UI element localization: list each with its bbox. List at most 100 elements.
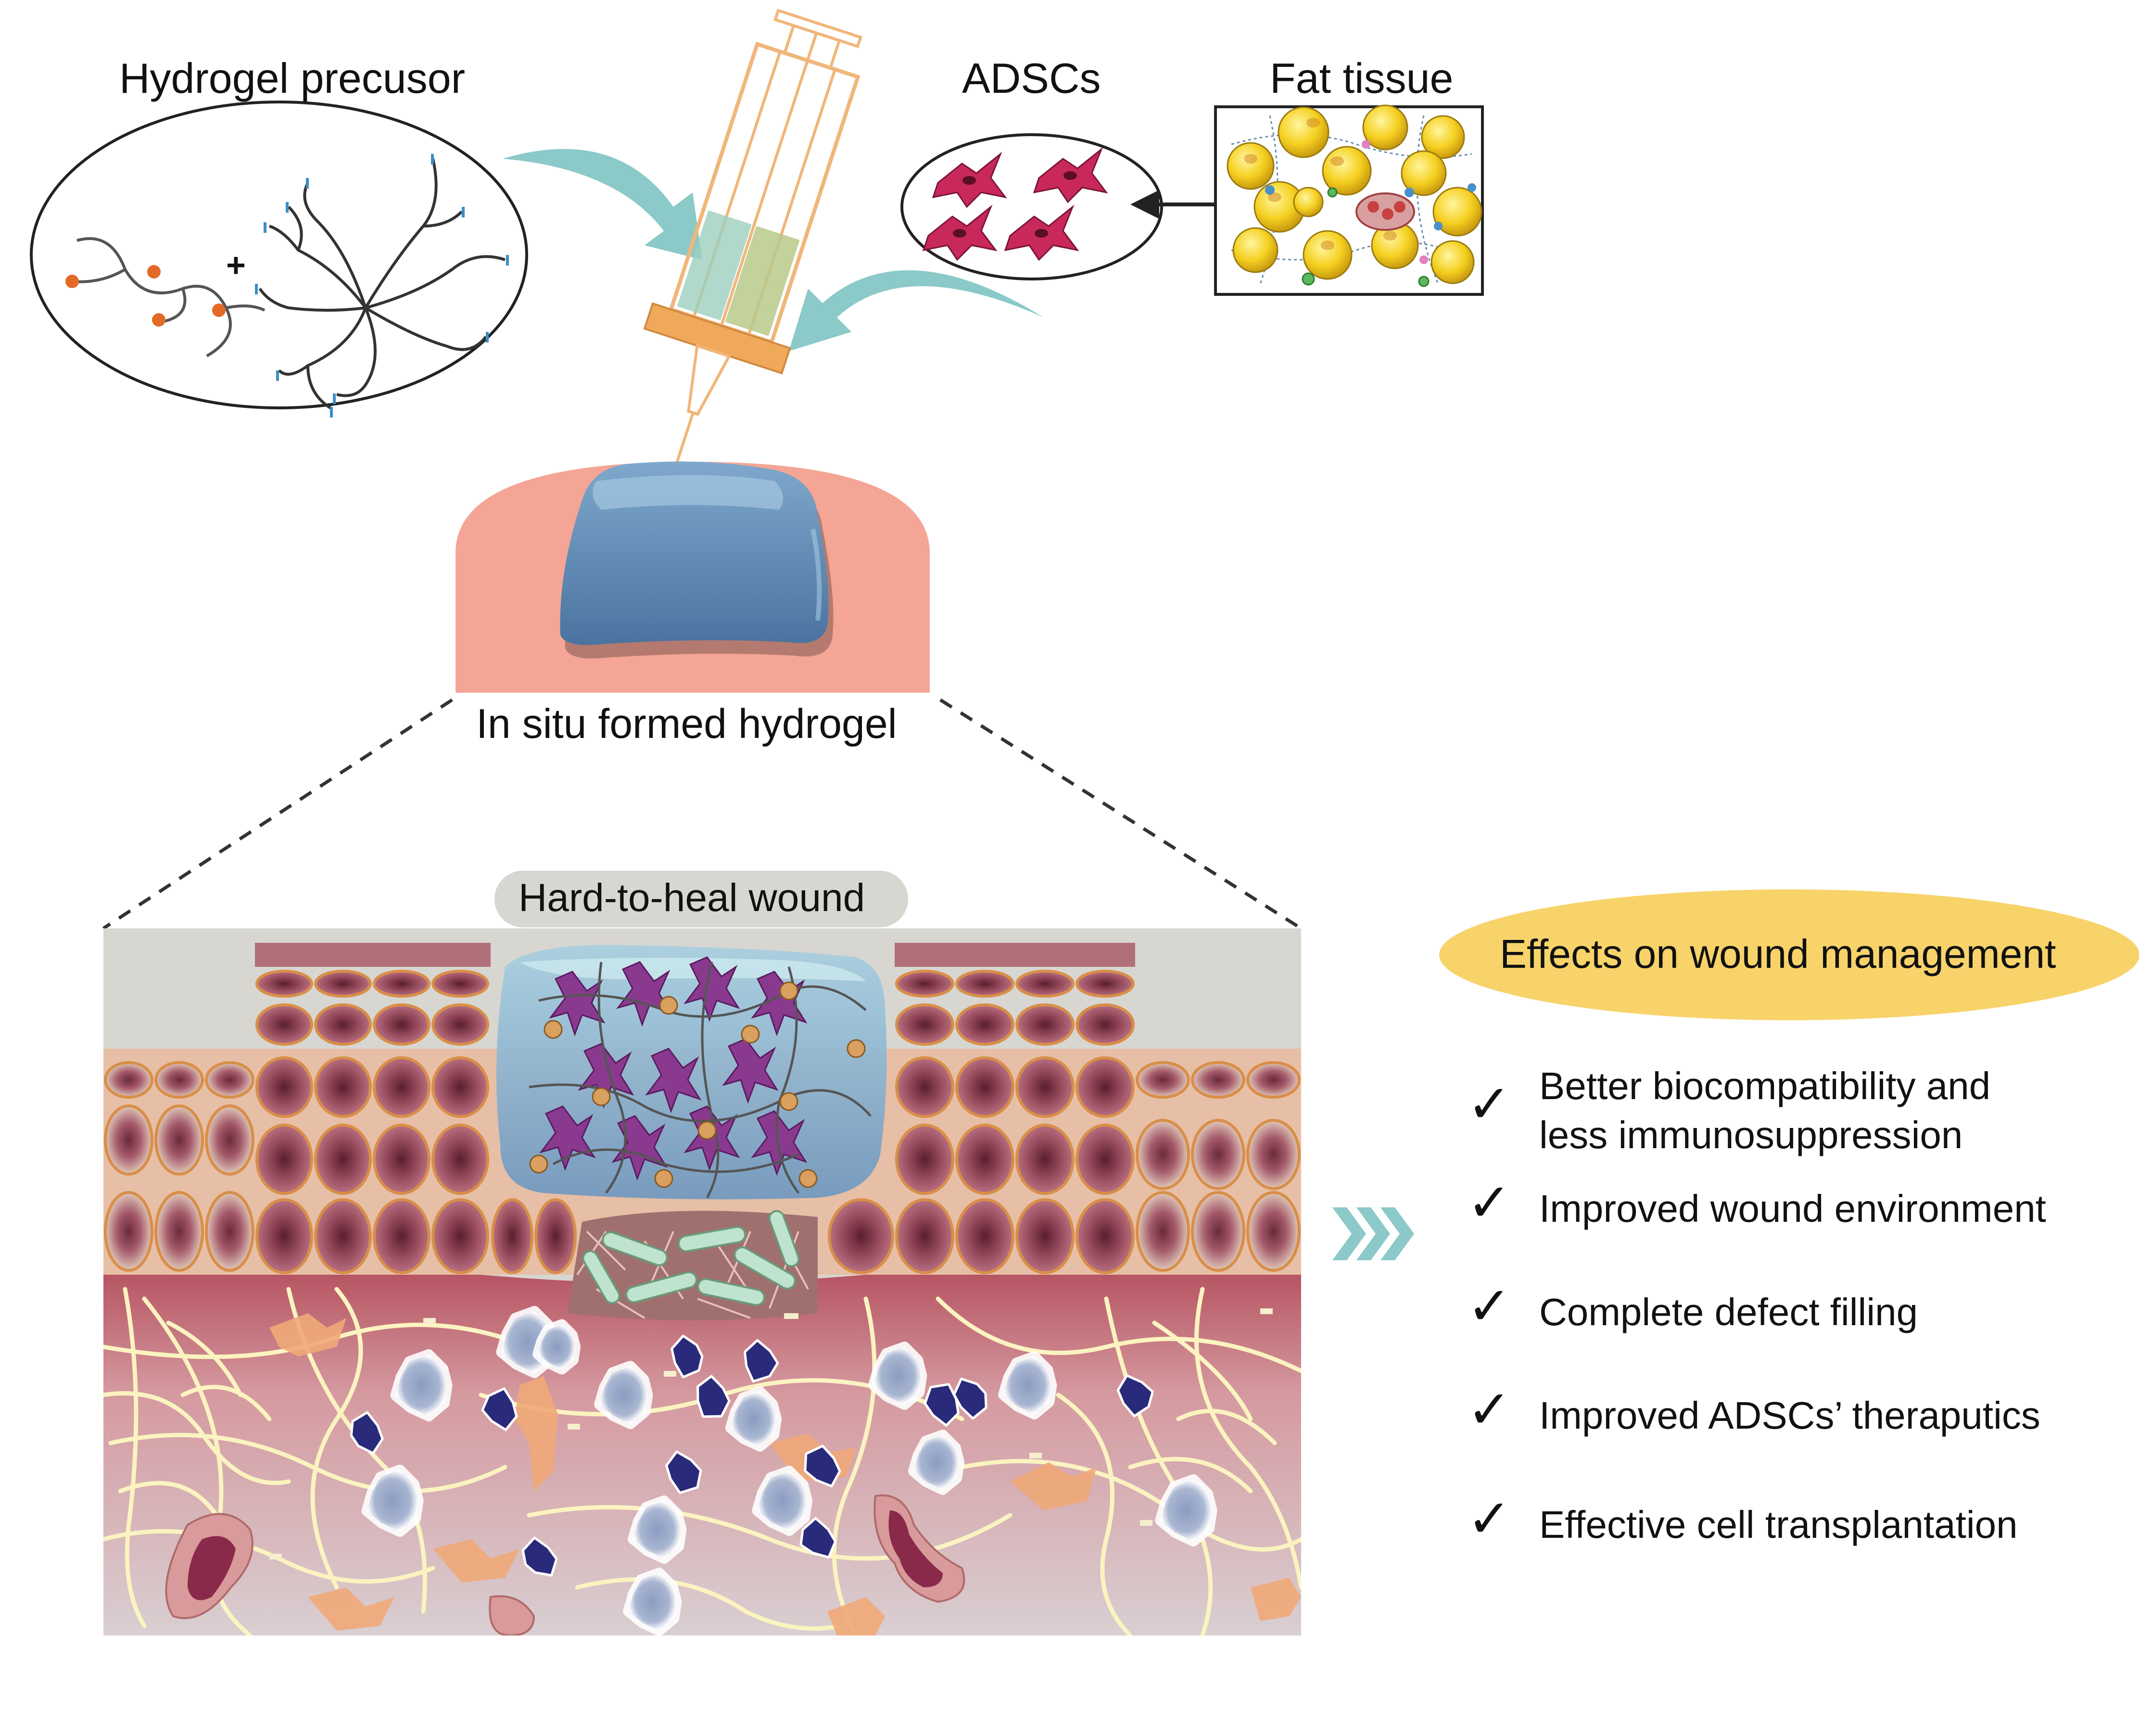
checkmark-icon: ✓ — [1467, 1275, 1512, 1337]
checkmark-icon: ✓ — [1467, 1172, 1512, 1233]
adscs-label: ADSCs — [962, 54, 1101, 102]
adsc-cell — [751, 1110, 808, 1176]
dark-immune-cell — [804, 1445, 841, 1488]
precursor-ellipse: + — [30, 101, 528, 418]
epidermis-cell — [255, 1003, 313, 1046]
adsc-cell — [722, 1038, 779, 1104]
effect-text: Better biocompatibility and — [1539, 1064, 1991, 1107]
zoom-dashed-lines — [102, 698, 1302, 930]
immune-cell — [599, 1366, 648, 1424]
dark-immune-cell — [696, 1375, 731, 1418]
crosslink-bead — [592, 1087, 611, 1106]
epidermis-cell — [1076, 1056, 1135, 1118]
epidermis-cell — [955, 1003, 1014, 1046]
checkmark-icon: ✓ — [1467, 1488, 1512, 1549]
adsc-cell — [751, 971, 808, 1037]
crosslink-bead — [697, 1121, 717, 1140]
adscs-ellipse — [900, 133, 1163, 280]
hydrogel-precursor-label: Hydrogel precusor — [119, 54, 465, 102]
adsc-cell — [539, 1105, 596, 1171]
immune-cell — [1160, 1479, 1212, 1542]
epidermis-cell — [1015, 1124, 1075, 1195]
dark-immune-cell — [953, 1378, 987, 1420]
epidermis-cell — [431, 1198, 489, 1274]
wound-tissue-panel — [103, 928, 1301, 1635]
effect-text: Improved ADSCs’ theraputics — [1539, 1394, 2040, 1437]
epidermis-cell — [895, 1124, 954, 1195]
effect-text: less immunosuppression — [1539, 1114, 1963, 1156]
epidermis-cell — [154, 1191, 204, 1272]
immune-cell — [538, 1324, 575, 1369]
epidermis-cell — [1015, 1056, 1075, 1118]
epidermis-cell — [1246, 1191, 1301, 1272]
epidermis-cell — [1076, 1003, 1135, 1046]
arrow-fat-to-adscs — [1130, 190, 1215, 219]
epidermis-cell — [1136, 1061, 1190, 1099]
dark-immune-cell — [350, 1411, 384, 1455]
gel-network — [529, 962, 872, 1199]
epidermis-cell — [255, 970, 313, 998]
epidermis-cell — [1136, 1191, 1190, 1272]
dark-immune-cell — [1116, 1374, 1154, 1418]
adsc-cell — [616, 961, 673, 1027]
epidermis-cell — [104, 1104, 153, 1176]
plus-sign: + — [226, 246, 246, 284]
dark-immune-cell — [924, 1383, 960, 1427]
epidermis-cell — [154, 1104, 204, 1176]
chevron-arrows-icon — [1332, 1207, 1414, 1260]
epidermis-cell — [255, 1056, 313, 1118]
effect-text: Improved wound environment — [1539, 1187, 2046, 1230]
in-situ-hydrogel-label: In situ formed hydrogel — [476, 701, 897, 747]
adsc-cell — [645, 1048, 702, 1114]
debris — [269, 1308, 1273, 1559]
immune-cell — [873, 1347, 922, 1405]
epidermis-cell — [431, 1124, 489, 1195]
epidermis-cell — [955, 1198, 1014, 1274]
checkmark-icon: ✓ — [1467, 1073, 1512, 1135]
epidermis-cell — [373, 1056, 430, 1118]
epidermis-cell — [373, 1198, 430, 1274]
fat-tissue-box — [1214, 104, 1484, 296]
epidermis-cell — [255, 1124, 313, 1195]
epidermis-cell — [1015, 970, 1075, 998]
epidermis-cell — [491, 1198, 533, 1274]
vessel-cluster — [1355, 192, 1415, 231]
gel-crosslink-beads — [529, 981, 866, 1188]
immune-cell — [1003, 1356, 1052, 1414]
hard-to-heal-wound-label: Hard-to-heal wound — [519, 876, 865, 920]
crosslink-bead — [529, 1154, 548, 1174]
immune-cell — [367, 1470, 418, 1532]
effect-text: Effective cell transplantation — [1539, 1503, 2018, 1546]
epidermis-cell — [314, 1003, 372, 1046]
epidermis-cell — [1191, 1119, 1245, 1190]
crosslink-bead — [654, 1169, 673, 1188]
dark-immune-cell — [744, 1339, 779, 1383]
syringe — [643, 8, 862, 469]
dark-immune-cell — [665, 1450, 702, 1494]
fat-tissue-label: Fat tissue — [1270, 54, 1454, 102]
immune-cell — [757, 1471, 807, 1531]
epidermis-cell — [1191, 1191, 1245, 1272]
epidermis-cell — [314, 1198, 372, 1274]
epidermis-cell — [828, 1198, 894, 1274]
epidermis-cell — [373, 970, 430, 998]
crosslink-bead — [847, 1039, 866, 1058]
arrow-precursor-to-syringe — [503, 149, 702, 260]
effects-title: Effects on wound management — [1500, 931, 2056, 976]
biofilm — [568, 1210, 818, 1320]
dark-immune-cell — [481, 1387, 518, 1431]
epidermis-cell — [955, 1056, 1014, 1118]
arrow-adscs-to-syringe — [789, 270, 1044, 351]
crosslink-bead — [544, 1020, 563, 1039]
effects-title-ellipse — [1439, 889, 2139, 1020]
epidermis-cell — [895, 1003, 954, 1046]
epidermis-cell — [104, 1061, 153, 1099]
dark-immune-cells — [350, 1334, 1154, 1577]
epidermis-cell — [1191, 1061, 1245, 1099]
epidermis-cell — [1136, 1119, 1190, 1190]
dark-immune-cell — [671, 1334, 704, 1379]
epidermis-cell — [1015, 1003, 1075, 1046]
epidermis-cell — [205, 1191, 254, 1272]
immune-cells — [361, 1305, 1217, 1635]
